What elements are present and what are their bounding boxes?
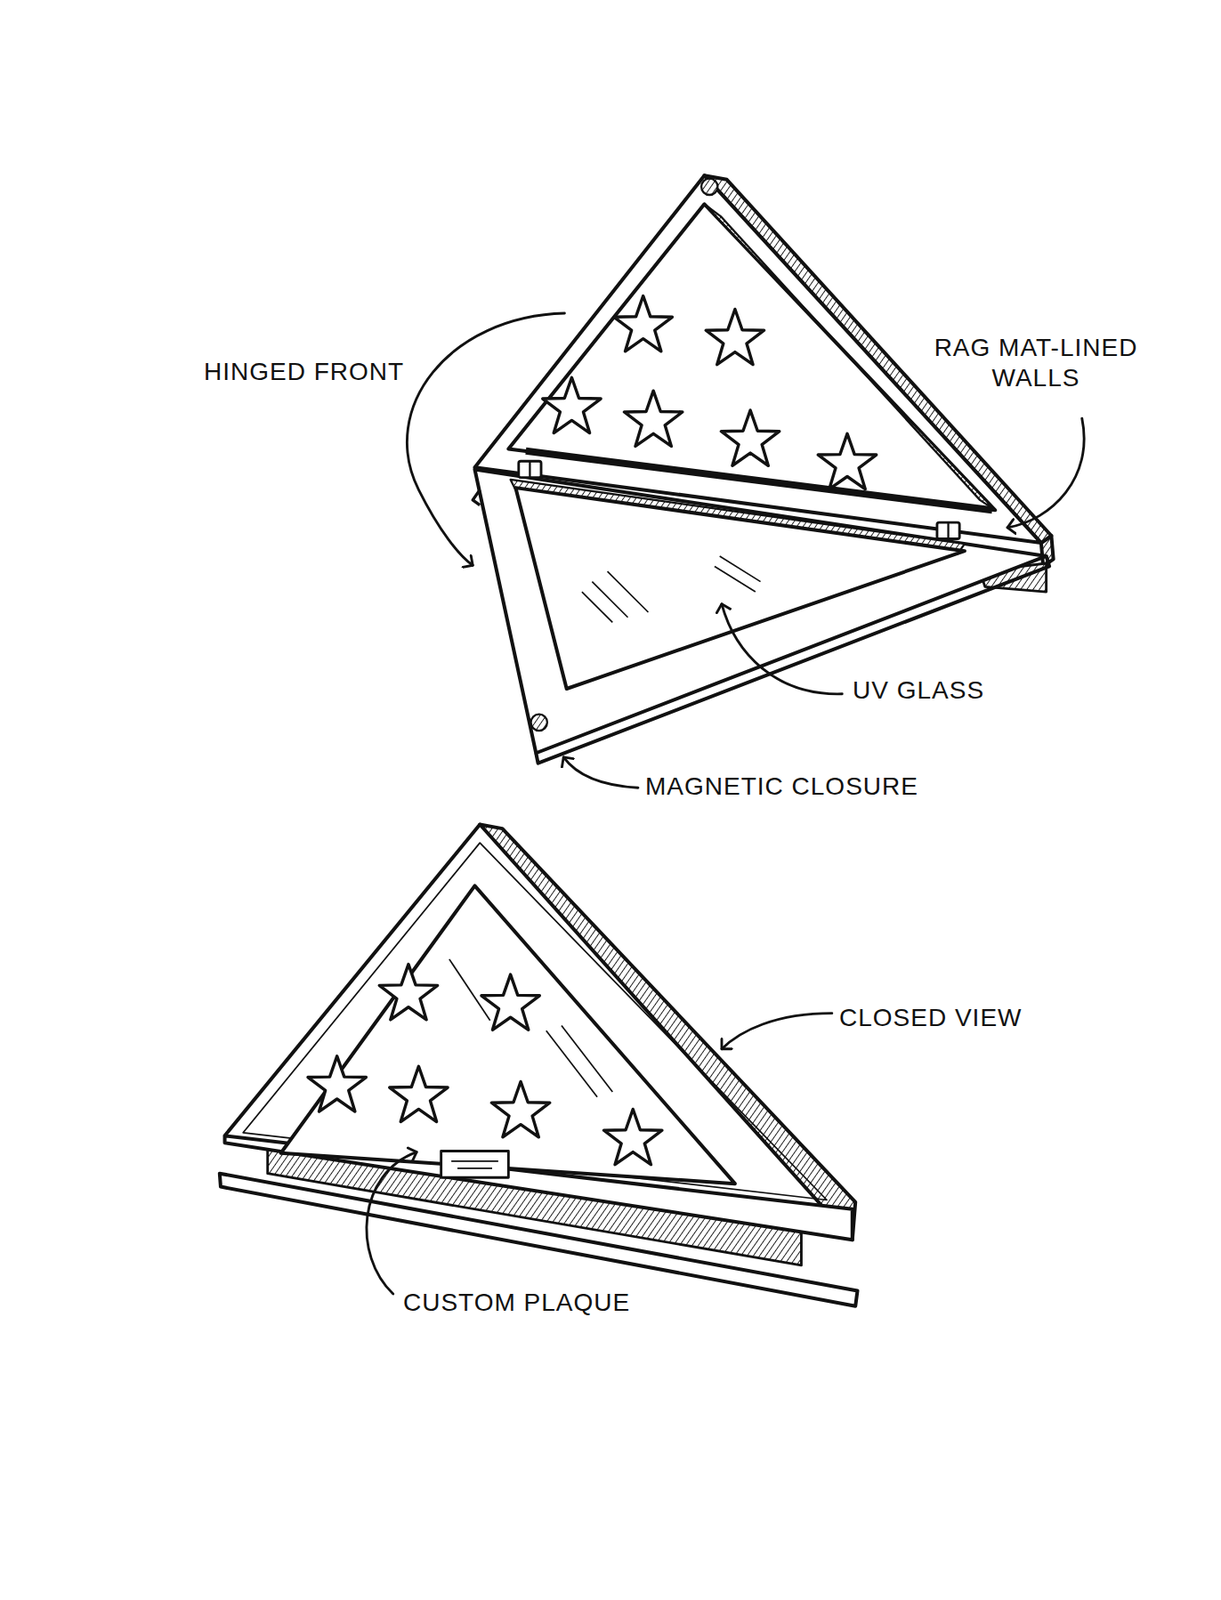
part-label: UV GLASS xyxy=(852,675,985,706)
part-label: RAG MAT-LINED WALLS xyxy=(915,332,1157,393)
part-label: HINGED FRONT xyxy=(203,356,405,388)
part-label: CUSTOM PLAQUE xyxy=(403,1287,631,1319)
part-label: MAGNETIC CLOSURE xyxy=(645,771,919,802)
view-label: CLOSED VIEW xyxy=(839,1002,1022,1034)
